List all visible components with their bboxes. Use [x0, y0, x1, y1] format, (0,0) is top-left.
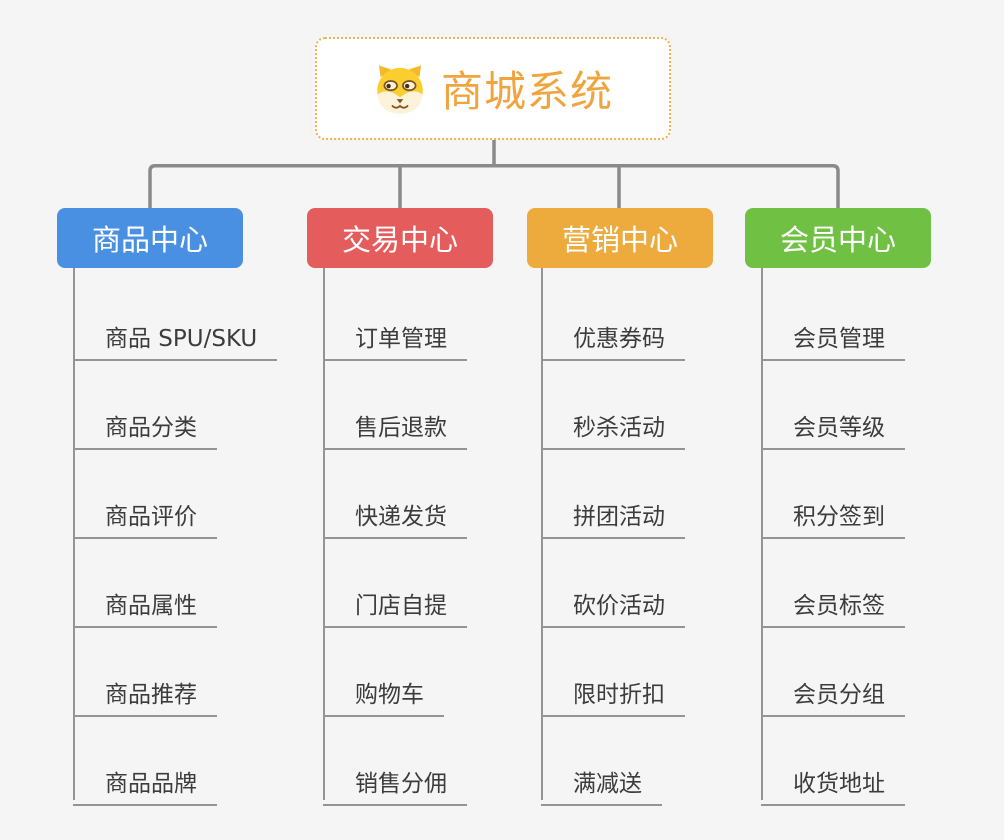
branch-connector-line — [73, 268, 75, 800]
branch-connector-line — [323, 268, 325, 800]
leaf-node[interactable]: 优惠券码 — [541, 307, 685, 361]
leaf-node[interactable]: 积分签到 — [761, 485, 905, 539]
branch-connector-line — [761, 268, 763, 800]
branch-label: 交易中心 — [341, 223, 458, 257]
branch-label: 商品中心 — [91, 223, 208, 257]
root-title: 商城系统 — [440, 67, 613, 116]
leaf-node[interactable]: 购物车 — [323, 663, 444, 717]
branch-node-marketing-center[interactable]: 营销中心 — [527, 208, 713, 268]
leaf-node[interactable]: 快递发货 — [323, 485, 467, 539]
leaf-node[interactable]: 商品品牌 — [73, 752, 217, 806]
leaf-node[interactable]: 会员分组 — [761, 663, 905, 717]
leaf-node[interactable]: 满减送 — [541, 752, 662, 806]
branch-rail-line — [148, 164, 840, 208]
leaf-node[interactable]: 门店自提 — [323, 574, 467, 628]
leaf-node[interactable]: 售后退款 — [323, 396, 467, 450]
branch-label: 会员中心 — [779, 223, 896, 257]
leaf-node[interactable]: 商品属性 — [73, 574, 217, 628]
leaf-node[interactable]: 砍价活动 — [541, 574, 685, 628]
branch-connector-line — [541, 268, 543, 800]
leaf-node[interactable]: 会员标签 — [761, 574, 905, 628]
leaf-node[interactable]: 商品推荐 — [73, 663, 217, 717]
dog-icon — [377, 64, 423, 113]
branch-label: 营销中心 — [561, 223, 678, 257]
leaf-node[interactable]: 销售分佣 — [323, 752, 467, 806]
branch-node-trade-center[interactable]: 交易中心 — [307, 208, 493, 268]
root-node[interactable]: 商城系统 — [315, 37, 671, 140]
leaf-node[interactable]: 订单管理 — [323, 307, 467, 361]
leaf-node[interactable]: 秒杀活动 — [541, 396, 685, 450]
leaf-node[interactable]: 商品 SPU/SKU — [73, 307, 278, 361]
leaf-node[interactable]: 限时折扣 — [541, 663, 685, 717]
branch-node-product-center[interactable]: 商品中心 — [57, 208, 243, 268]
leaf-node[interactable]: 会员等级 — [761, 396, 905, 450]
leaf-node[interactable]: 会员管理 — [761, 307, 905, 361]
branch-node-member-center[interactable]: 会员中心 — [745, 208, 931, 268]
leaf-node[interactable]: 商品评价 — [73, 485, 217, 539]
leaf-node[interactable]: 商品分类 — [73, 396, 217, 450]
leaf-node[interactable]: 收货地址 — [761, 752, 905, 806]
leaf-node[interactable]: 拼团活动 — [541, 485, 685, 539]
